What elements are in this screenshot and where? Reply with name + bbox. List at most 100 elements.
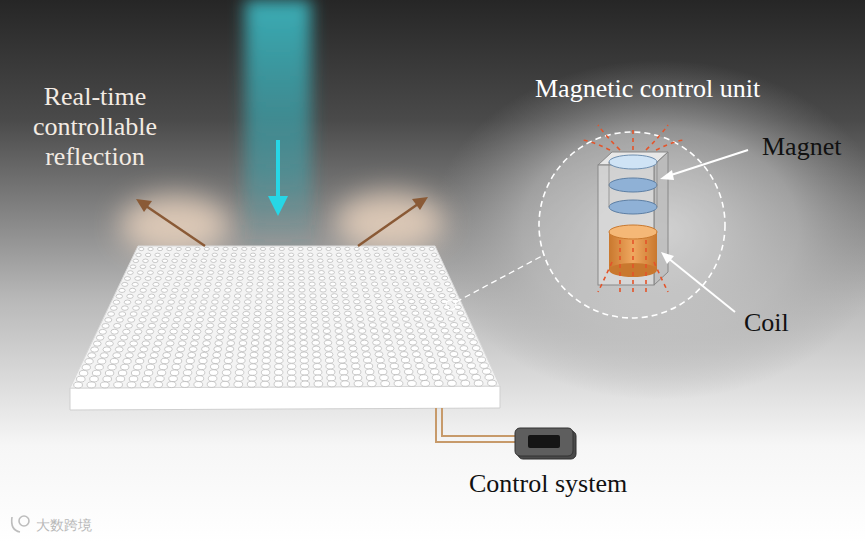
panel-unit [300, 335, 308, 340]
panel-unit [298, 276, 304, 280]
panel-unit [204, 335, 212, 340]
panel-unit [391, 276, 397, 280]
panel-unit [213, 294, 219, 298]
panel-unit [179, 300, 186, 304]
panel-unit [144, 306, 151, 310]
panel-unit [92, 370, 100, 376]
panel-unit [276, 317, 283, 322]
panel-unit [472, 374, 481, 380]
panel-unit [299, 288, 305, 292]
panel-unit [482, 369, 490, 375]
panel-unit [432, 375, 441, 381]
panel-unit [430, 299, 437, 303]
panel-unit [364, 363, 372, 369]
panel-unit [229, 265, 235, 269]
panel-unit [153, 282, 159, 286]
panel-unit [409, 270, 415, 274]
panel-unit [90, 376, 99, 382]
panel-unit [289, 247, 294, 250]
panel-unit [321, 300, 328, 304]
panel-unit [363, 294, 369, 298]
panel-unit [475, 351, 483, 356]
panel-unit [164, 347, 172, 352]
panel-unit [170, 294, 176, 298]
panel-unit [395, 334, 403, 339]
panel-unit [338, 358, 346, 363]
panel-unit [161, 358, 169, 363]
panel-unit [432, 253, 437, 256]
panel-unit [325, 346, 333, 351]
panel-unit [236, 282, 242, 286]
panel-unit [255, 306, 262, 310]
panel-unit [288, 265, 294, 269]
panel-unit [116, 294, 122, 298]
panel-unit [181, 294, 187, 298]
panel-unit [369, 270, 375, 274]
panel-unit [195, 376, 204, 382]
panel-unit [169, 376, 178, 382]
panel-unit [191, 259, 197, 263]
panel-unit [352, 288, 358, 292]
panel-unit [340, 282, 346, 286]
panel-unit [87, 382, 96, 388]
panel-unit [249, 265, 255, 269]
panel-unit [363, 247, 368, 250]
panel-unit [441, 328, 448, 333]
panel-unit [411, 276, 417, 280]
unit-title: Magnetic control unit [535, 74, 760, 104]
panel-unit [470, 340, 478, 345]
panel-unit [275, 364, 283, 370]
panel-unit [239, 341, 247, 346]
panel-unit [99, 329, 106, 334]
panel-unit [424, 282, 430, 286]
panel-unit [151, 288, 157, 292]
panel-unit [421, 276, 427, 280]
panel-unit [313, 352, 321, 357]
panel-unit [196, 317, 203, 322]
panel-unit [203, 253, 208, 256]
panel-unit [366, 259, 372, 263]
panel-unit [488, 380, 497, 386]
panel-unit [275, 358, 283, 363]
panel-unit [156, 376, 165, 382]
panel-unit [133, 306, 140, 310]
panel-unit [148, 323, 155, 328]
panel-unit [448, 317, 455, 322]
panel-unit [369, 323, 376, 328]
panel-unit [114, 382, 123, 388]
panel-unit [299, 317, 306, 322]
panel-unit [411, 346, 419, 351]
panel-unit [147, 271, 153, 275]
panel-unit [417, 369, 425, 375]
panel-unit [351, 282, 357, 286]
panel-unit [442, 276, 448, 280]
panel-unit [240, 335, 248, 340]
panel-unit [456, 369, 464, 375]
panel-unit [161, 288, 167, 292]
panel-unit [274, 375, 283, 381]
panel-unit [322, 317, 329, 322]
panel-unit [417, 265, 423, 269]
panel-unit [206, 276, 212, 280]
panel-unit [214, 288, 220, 292]
panel-unit [326, 247, 331, 250]
panel-unit [288, 276, 294, 280]
panel-unit [279, 253, 284, 256]
panel-unit [288, 335, 296, 340]
panel-unit [388, 305, 395, 309]
panel-unit [196, 370, 204, 376]
panel-unit [225, 288, 231, 292]
panel-unit [156, 335, 164, 340]
panel-unit [195, 323, 202, 328]
panel-unit [404, 369, 412, 375]
panel-unit [239, 265, 245, 269]
panel-unit [300, 329, 307, 334]
panel-unit [381, 381, 390, 387]
panel-unit [142, 376, 151, 382]
panel-unit [127, 382, 136, 388]
panel-unit [143, 282, 149, 286]
panel-unit [261, 381, 270, 387]
panel-unit [287, 381, 296, 387]
panel-unit [332, 300, 339, 304]
panel-unit [159, 364, 167, 370]
